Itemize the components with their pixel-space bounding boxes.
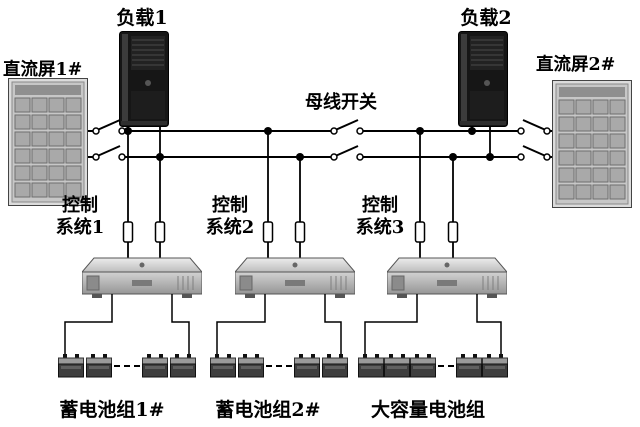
fuse-icon	[262, 221, 274, 243]
fuse-icon	[447, 221, 459, 243]
dc-panel-2-label: 直流屏2#	[536, 54, 615, 75]
battery-group-2-label: 蓄电池组2#	[215, 398, 320, 421]
fuse-icon	[154, 221, 166, 243]
control-system-1-label-line1: 控制	[62, 194, 98, 216]
control-system-1-label-line2: 系统1	[56, 216, 105, 238]
battery-group-2	[210, 354, 348, 378]
dc-panel-1-label: 直流屏1#	[3, 59, 82, 80]
fuse-icons	[122, 221, 459, 243]
dc-panel-1-cabinet	[8, 78, 88, 206]
load-2-server-tower	[458, 31, 508, 127]
battery-group-3-label: 大容量电池组	[371, 398, 485, 421]
control-system-3-label-line1: 控制	[362, 194, 398, 216]
fuse-icon	[414, 221, 426, 243]
control-system-2-unit	[235, 257, 355, 299]
load-1-server-tower	[119, 31, 169, 127]
control-system-2-label-line1: 控制	[212, 194, 248, 216]
battery-group-1	[58, 354, 196, 378]
junction-dots	[124, 127, 494, 161]
dc-panel-2-cabinet	[552, 80, 632, 208]
control-system-3-label-line2: 系统3	[356, 216, 405, 238]
control-system-3-unit	[387, 257, 507, 299]
battery-wires	[64, 294, 502, 354]
load-1-label: 负载1	[116, 6, 167, 29]
feeder-wires	[127, 127, 491, 258]
control-system-2-label-line2: 系统2	[206, 216, 255, 238]
bus-switch-label: 母线开关	[305, 91, 377, 113]
panel2-disconnect-switch-icon	[517, 119, 551, 161]
load-2-label: 负载2	[460, 6, 511, 29]
battery-group-3	[358, 354, 508, 378]
bus-tie-switch-icon	[330, 119, 364, 161]
battery-group-1-label: 蓄电池组1#	[59, 398, 164, 421]
fuse-icon	[294, 221, 306, 243]
fuse-icon	[122, 221, 134, 243]
control-system-1-unit	[82, 257, 202, 299]
